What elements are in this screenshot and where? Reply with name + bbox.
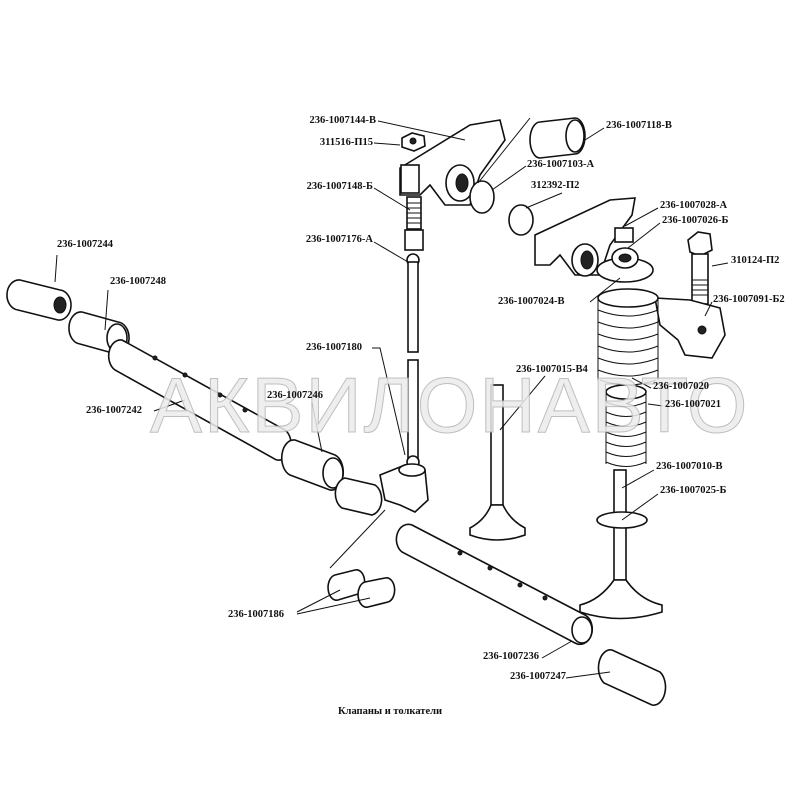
part-label-236-1007103-a: 236-1007103-А [527,159,595,170]
part-label-236-1007028-a: 236-1007028-А [660,200,728,211]
part-label-236-1007247: 236-1007247 [510,671,566,682]
ring-1 [469,180,495,214]
tappet [334,463,429,516]
rollers [327,569,396,608]
part-label-236-1007024-v: 236-1007024-В [498,296,565,307]
watermark: АКВИЛОНАВТО [149,361,750,450]
part-label-311516-p15: 311516-П15 [319,137,373,148]
part-label-236-1007144-v: 236-1007144-В [309,115,377,126]
part-label-236-1007244: 236-1007244 [57,239,113,250]
part-label-236-1007242: 236-1007242 [86,405,142,416]
diagram-caption: Клапаны и толкатели [337,706,443,717]
part-label-310124-p2: 310124-П2 [731,255,780,266]
part-label-236-1007010-v: 236-1007010-В [656,461,723,472]
nut [401,132,426,152]
rocker-arm-1 [399,119,506,206]
bushing-end [6,279,72,321]
part-label-236-1007148-b: 236-1007148-Б [306,181,373,192]
bushing-bottom [597,649,667,706]
rocker-stand [654,297,726,359]
part-label-236-1007015-v4: 236-1007015-В4 [516,364,588,375]
part-label-236-1007091-b2: 236-1007091-Б2 [713,294,785,305]
part-label-236-1007118-v: 236-1007118-В [606,120,672,131]
leader-lines [54,117,729,679]
part-label-236-1007026-b: 236-1007026-Б [662,215,729,226]
inner-spring [605,384,647,467]
part-label-236-1007186: 236-1007186 [228,609,284,620]
bushing-top [529,117,586,159]
part-label-236-1007176-a: 236-1007176-А [305,234,373,245]
part-label-236-1007025-b: 236-1007025-Б [660,485,727,496]
bushing-mid [280,439,345,491]
part-label-312392-p2: 312392-П2 [531,180,580,191]
bolt [687,231,713,305]
part-label-236-1007248: 236-1007248 [110,276,166,287]
adjusting-screw [404,196,424,251]
pushrod-shaft-right [395,523,593,646]
part-label-236-1007020: 236-1007020 [653,381,709,392]
part-label-236-1007246: 236-1007246 [267,390,323,401]
part-label-236-1007236: 236-1007236 [483,651,539,662]
exhaust-valve [579,469,663,620]
intake-valve [469,384,526,541]
spring-retainer [596,227,654,283]
ring-2 [508,204,534,236]
outer-spring [597,288,659,386]
part-label-236-1007180: 236-1007180 [306,342,362,353]
part-label-236-1007021: 236-1007021 [665,399,721,410]
